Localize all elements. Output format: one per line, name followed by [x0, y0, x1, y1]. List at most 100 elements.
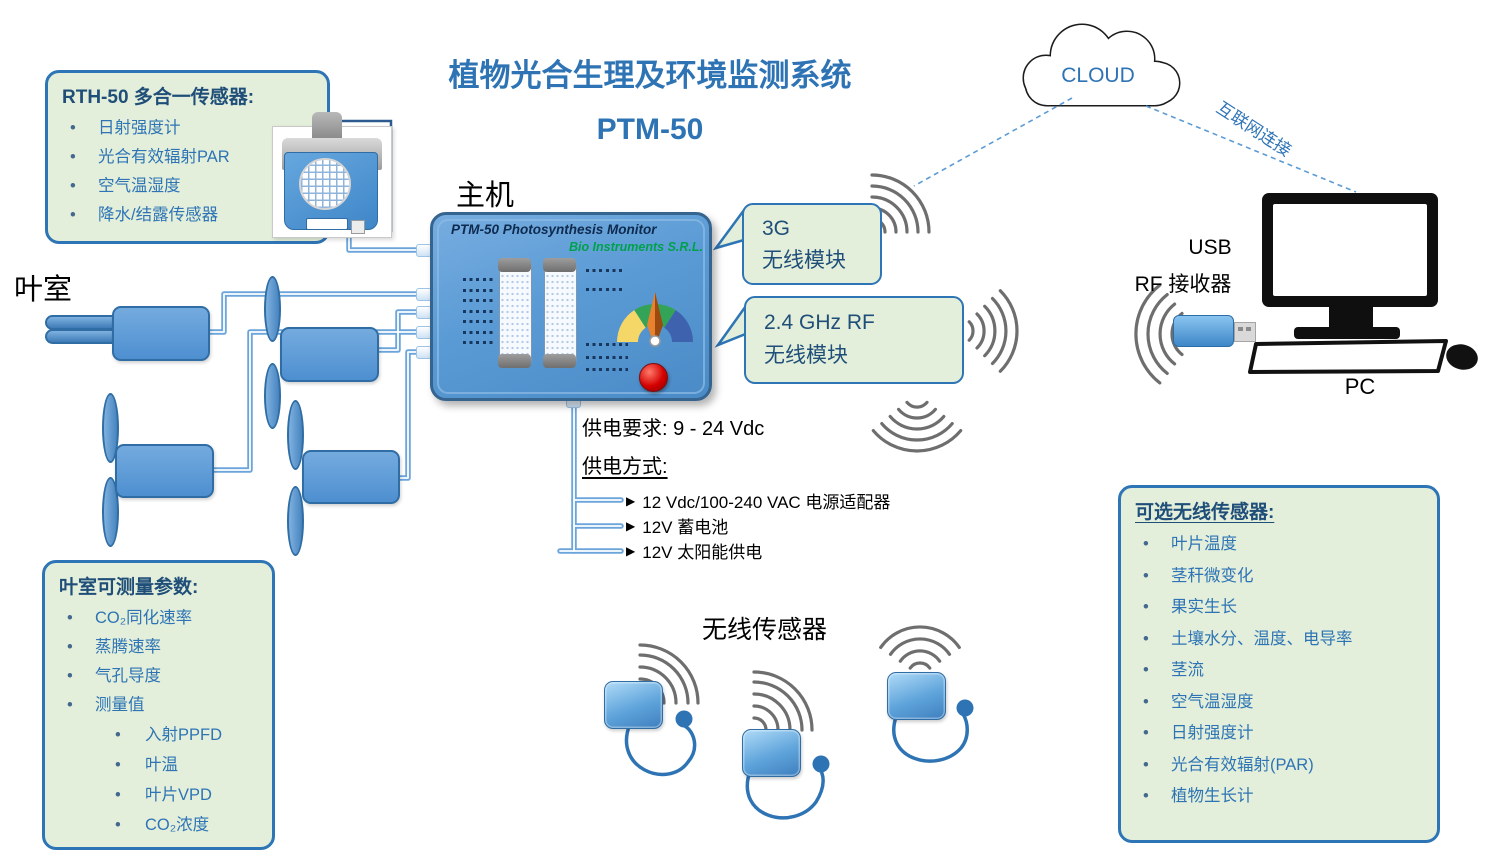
- monitor-screen: [1273, 204, 1427, 296]
- module-3g-callout: 3G 无线模块: [742, 203, 882, 285]
- list-item: 土壤水分、温度、电导率: [1135, 624, 1423, 656]
- callout-tail-3g: [712, 206, 746, 251]
- list-item: 蒸腾速率: [59, 633, 258, 662]
- list-item: 光合有效辐射PAR: [62, 143, 313, 172]
- sensor-bottom-tab: [351, 220, 365, 234]
- wireless-sensor-icon: [887, 672, 946, 720]
- page-title: 植物光合生理及环境监测系统: [448, 58, 852, 93]
- leaf-clamp-icon: [264, 276, 281, 342]
- rth-box-title: RTH-50 多合一传感器:: [62, 87, 255, 108]
- leaf-clamp-icon: [102, 477, 119, 547]
- antenna-sensor2-icon: [752, 670, 814, 732]
- vent-dots: [586, 343, 628, 371]
- list-item: 茎流: [1135, 655, 1423, 687]
- list-subitem: 叶片VPD: [59, 780, 258, 810]
- power-methods-title: 供电方式:: [582, 456, 668, 478]
- module-rf-line1: 2.4 GHz RF: [764, 311, 875, 334]
- internet-link-lines: [913, 97, 1357, 193]
- sensor-bottom-slot: [306, 218, 348, 230]
- rf-receiver-label: RF 接收器: [1134, 273, 1232, 296]
- triangle-bullet-icon: ▶: [626, 493, 636, 508]
- rth-box-list: 日射强度计 光合有效辐射PAR 空气温湿度 降水/结露传感器: [62, 114, 313, 230]
- gas-column-icon: [543, 258, 577, 368]
- vent-dots: [463, 278, 495, 344]
- list-item: 茎秆微变化: [1135, 561, 1423, 593]
- leaf-clamp-icon: [102, 393, 119, 463]
- leaf-clamp-icon: [264, 363, 281, 429]
- main-unit-label: 主机: [456, 180, 515, 212]
- list-item: 降水/结露传感器: [62, 201, 313, 230]
- list-item: 日射强度计: [1135, 718, 1423, 750]
- sensor-cables: [624, 712, 969, 820]
- list-item: CO₂同化速率: [59, 604, 258, 633]
- unit-model-name: PTM-50 Photosynthesis Monitor: [451, 222, 657, 237]
- monitor-icon: [1262, 193, 1438, 307]
- leaf-chamber-icon: [115, 444, 214, 498]
- power-method-item: ▶ 12V 太阳能供电: [626, 538, 890, 563]
- optional-box-title: 可选无线传感器:: [1135, 502, 1275, 523]
- mouse-icon: [1446, 344, 1478, 370]
- module-rf-callout: 2.4 GHz RF 无线模块: [744, 296, 964, 384]
- optional-box-list: 叶片温度 茎秆微变化 果实生长 土壤水分、温度、电导率 茎流 空气温湿度 日射强…: [1135, 529, 1423, 813]
- wireless-sensor-icon: [742, 729, 801, 777]
- page-subtitle: PTM-50: [596, 113, 704, 146]
- vent-dots: [586, 269, 624, 291]
- optional-sensors-box: 可选无线传感器: 叶片温度 茎秆微变化 果实生长 土壤水分、温度、电导率 茎流 …: [1118, 485, 1440, 843]
- pc-label: PC: [1344, 374, 1376, 399]
- power-methods-list: ▶ 12 Vdc/100-240 VAC 电源适配器 ▶ 12V 蓄电池 ▶ 1…: [626, 488, 890, 563]
- power-button-icon: [639, 363, 668, 392]
- list-subitem: 入射PPFD: [59, 720, 258, 750]
- power-requirement: 供电要求: 9 - 24 Vdc: [582, 418, 765, 440]
- rth-sensor-icon: [272, 112, 392, 238]
- unit-brand-name: Bio Instruments S.R.L.: [568, 240, 703, 254]
- antenna-broadcast-icon: [871, 400, 963, 453]
- chamber-parameters-box: 叶室可测量参数: CO₂同化速率 蒸腾速率 气孔导度 测量值 入射PPFD 叶温…: [42, 560, 275, 850]
- leaf-chamber-icon: [112, 306, 210, 361]
- chamber-box-title: 叶室可测量参数:: [59, 577, 199, 598]
- keyboard-icon: [1248, 339, 1448, 374]
- list-item: 植物生长计: [1135, 781, 1423, 813]
- power-method-item: ▶ 12V 蓄电池: [626, 513, 890, 538]
- leaf-chamber-icon: [302, 450, 400, 504]
- wireless-sensors-label: 无线传感器: [702, 616, 828, 644]
- ptm50-main-unit: PTM-50 Photosynthesis Monitor Bio Instru…: [430, 212, 712, 401]
- sensor-grid-window: [299, 158, 351, 210]
- unit-inner-panel: [437, 219, 705, 394]
- list-item: 光合有效辐射(PAR): [1135, 750, 1423, 782]
- gauge-icon: [617, 292, 693, 347]
- gas-column-icon: [498, 258, 532, 368]
- probe-icon: [956, 699, 974, 717]
- monitor-stand-base: [1294, 327, 1400, 339]
- module-rf-line2: 无线模块: [764, 344, 848, 367]
- list-subitem: CO₂浓度: [59, 810, 258, 840]
- leaf-clamp-icon: [287, 400, 304, 470]
- list-item: 果实生长: [1135, 592, 1423, 624]
- list-item: 叶片温度: [1135, 529, 1423, 561]
- leaf-chamber-icon: [280, 327, 379, 382]
- leaf-chamber-label: 叶室: [14, 274, 73, 306]
- monitor-stand: [1329, 307, 1373, 329]
- chamber-box-list: CO₂同化速率 蒸腾速率 气孔导度 测量值 入射PPFD 叶温 叶片VPD CO…: [59, 604, 258, 840]
- leaf-clamp-icon: [287, 486, 304, 556]
- cloud-label: CLOUD: [1061, 64, 1135, 87]
- module-3g-line1: 3G: [762, 217, 791, 240]
- probe-icon: [812, 755, 830, 773]
- power-method-text: 12V 太阳能供电: [642, 543, 763, 562]
- list-item: 空气温湿度: [62, 172, 313, 201]
- antenna-rf-icon: [967, 289, 1019, 373]
- antenna-sensor3-icon: [879, 625, 961, 670]
- cloud-icon: [1022, 23, 1181, 107]
- module-3g-line2: 无线模块: [762, 249, 846, 272]
- probe-icon: [675, 710, 693, 728]
- list-item: 气孔导度: [59, 662, 258, 691]
- power-method-text: 12 Vdc/100-240 VAC 电源适配器: [642, 493, 891, 512]
- list-item: 日射强度计: [62, 114, 313, 143]
- list-item: 空气温湿度: [1135, 687, 1423, 719]
- triangle-bullet-icon: ▶: [626, 543, 636, 558]
- power-method-item: ▶ 12 Vdc/100-240 VAC 电源适配器: [626, 488, 890, 513]
- usb-dongle-icon: [1173, 315, 1234, 347]
- usb-plug-icon: [1234, 322, 1256, 342]
- triangle-bullet-icon: ▶: [626, 518, 636, 533]
